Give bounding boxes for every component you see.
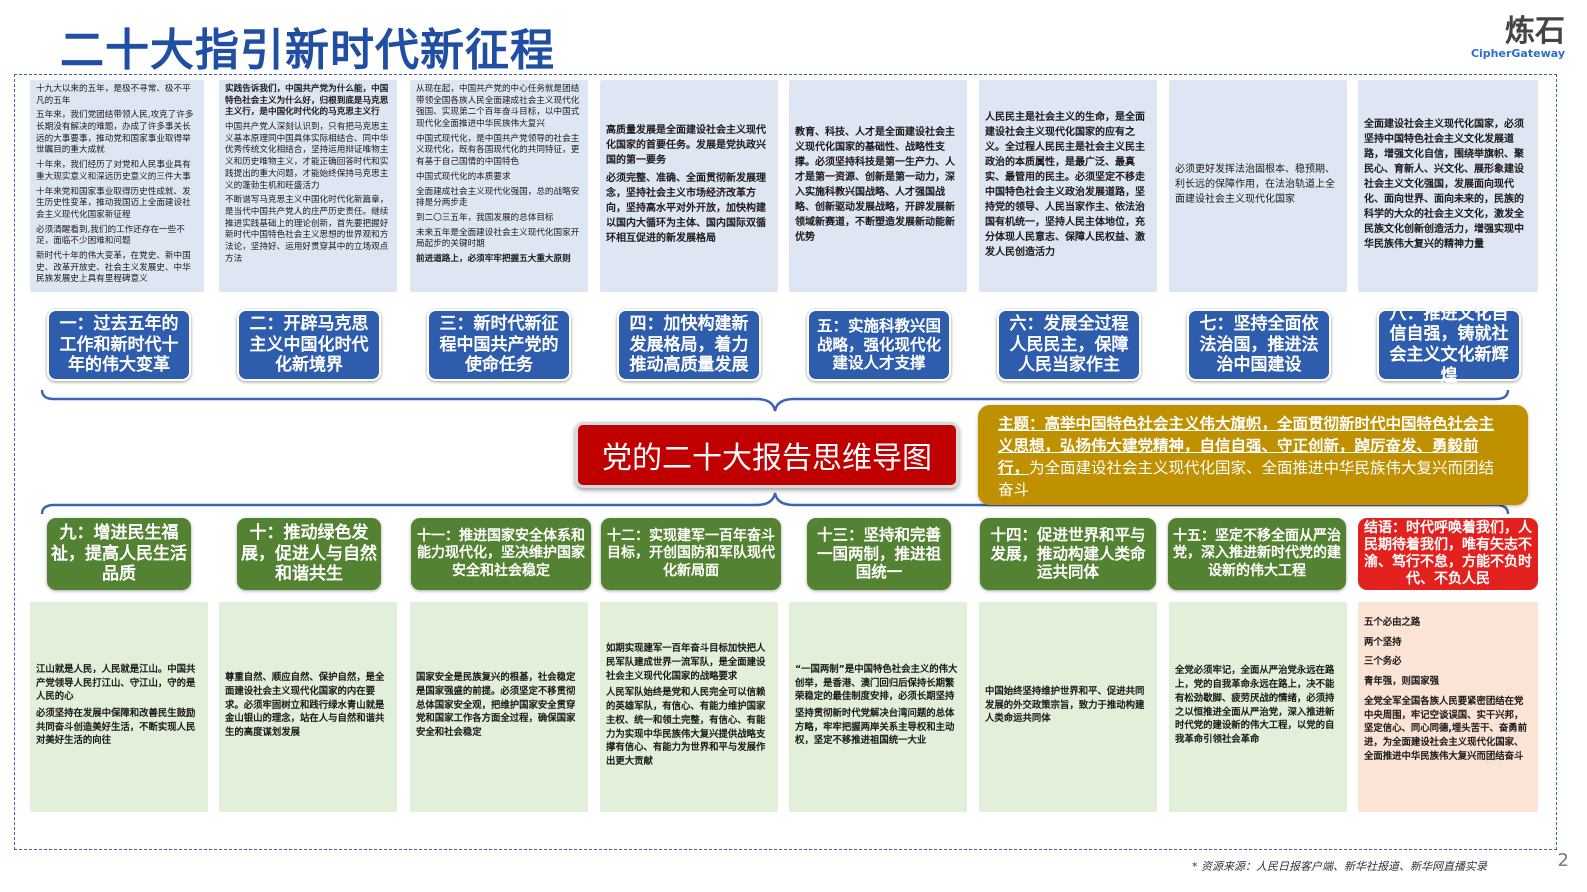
card-text: 全面建成社会主义现代化强国，总的战略安排是分两步走 — [416, 186, 580, 209]
bottom-card-15: 全党必须牢记，全面从严治党永远在路上，党的自我革命永远在路上，决不能有松劲歇脚、… — [1169, 602, 1347, 812]
section-label-15: 十五：坚定不移全面从严治党，深入推进新时代党的建设新的伟大工程 — [1168, 518, 1346, 590]
top-card-8: 全面建设社会主义现代化国家，必须坚持中国特色社会主义文化发展道路，增强文化自信，… — [1358, 80, 1538, 292]
card-text: 实践告诉我们，中国共产党为什么能，中国特色社会主义为什么好，归根到底是马克思主义… — [225, 84, 389, 118]
card-text: 五个必由之路 — [1364, 617, 1421, 628]
card-text: 到二〇三五年，我国发展的总体目标 — [416, 212, 554, 223]
page-title: 二十大指引新时代新征程 — [60, 25, 555, 76]
logo: 炼石 CipherGateway — [1471, 6, 1565, 60]
section-label-4: 四：加快构建新发展格局，着力推动高质量发展 — [617, 309, 761, 381]
center-title-box: 党的二十大报告思维导图 — [575, 422, 959, 488]
section-label-7: 七：坚持全面依法治国，推进法治中国建设 — [1187, 309, 1331, 381]
card-text: 中国式现代化的本质要求 — [416, 171, 511, 182]
source-note: * 资源来源：人民日报客户端、新华社报道、新华网直播实录 — [1192, 860, 1487, 873]
card-text: 不断谱写马克思主义中国化时代化新篇章，是当代中国共产党人的庄严历史责任。继续推进… — [225, 195, 389, 264]
card-text: 全面建设社会主义现代化国家，必须坚持中国特色社会主义文化发展道路，增强文化自信，… — [1364, 119, 1524, 250]
card-text: 必须清醒看到,我们的工作还存在一些不足，面临不少困难和问题 — [36, 224, 185, 247]
card-text: 三个务必 — [1364, 656, 1402, 668]
bottom-card-13: “一国两制”是中国特色社会主义的伟大创举，是香港、澳门回归后保持长期繁荣稳定的最… — [789, 602, 967, 812]
top-card-4: 高质量发展是全面建设社会主义现代化国家的首要任务。发展是党执政兴国的第一要务 必… — [600, 80, 778, 292]
section-label-2: 二：开辟马克思主义中国化时代化新境界 — [237, 309, 381, 381]
top-card-6: 人民民主是社会主义的生命，是全面建设社会主义现代化国家的应有之义。全过程人民民主… — [979, 80, 1157, 292]
card-text: 中国式现代化，是中国共产党领导的社会主义现代化，既有各国现代化的共同特征，更有基… — [416, 133, 580, 168]
card-text: 十年来，我们经历了对党和人民事业具有重大现实意义和深远历史意义的三件大事 — [36, 160, 191, 182]
card-text: 中国始终坚持维护世界和平、促进共同发展的外交政策宗旨，致力于推动构建人类命运共同… — [985, 685, 1145, 725]
section-label-6: 六：发展全过程人民民主，保障人民当家作主 — [997, 309, 1141, 381]
section-label-3: 三：新时代新征程中国共产党的使命任务 — [427, 309, 571, 381]
card-text: 新时代十年的伟大变革，在党史、新中国史、改革开放史、社会主义发展史、中华民族发展… — [36, 250, 191, 285]
section-label-conclusion: 结语：时代呼唤着我们，人民期待着我们，唯有矢志不渝、笃行不怠，方能不负时代、不负… — [1358, 518, 1538, 590]
card-text: 从现在起，中国共产党的中心任务就是团结带领全国各族人民全面建成社会主义现代化强国… — [416, 84, 580, 130]
theme-rest: 为全面建设社会主义现代化国家、全面推进中华民族伟大复兴而团结奋斗 — [998, 459, 1495, 499]
card-text: 全党必须牢记，全面从严治党永远在路上，党的自我革命永远在路上，决不能有松劲歇脚、… — [1175, 665, 1335, 745]
card-text: 尊重自然、顺应自然、保护自然，是全面建设社会主义现代化国家的内在要求。必须牢固树… — [225, 672, 385, 739]
card-text: 未来五年是全面建设社会主义现代化国家开局起步的关键时期 — [416, 227, 580, 250]
page-number: 2 — [1557, 850, 1569, 871]
card-text: 中国共产党人深刻认识到，只有把马克思主义基本原理同中国具体实际相结合、同中华优秀… — [225, 122, 389, 191]
section-label-14: 十四：促进世界和平与发展，推动构建人类命运共同体 — [980, 518, 1156, 590]
theme-lead: 主题：高举中国特色社会主义伟大旗帜，全面贯彻新时代中国特色社会主义思想，弘扬伟大… — [998, 415, 1495, 477]
bottom-brace — [40, 492, 1510, 515]
top-card-1: 十九大以来的五年，是极不寻常、极不平凡的五年 五年来，我们党团结带领人民,攻克了… — [30, 80, 204, 292]
section-label-10: 十：推动绿色发展，促进人与自然和谐共生 — [237, 518, 381, 590]
section-label-8: 八：推进文化自信自强，铸就社会主义文化新辉煌 — [1377, 304, 1521, 386]
section-label-9: 九：增进民生福祉，提高人民生活品质 — [47, 518, 191, 590]
section-label-11: 十一：推进国家安全体系和能力现代化，坚决维护国家安全和社会稳定 — [411, 518, 591, 590]
content-frame — [14, 74, 1557, 850]
card-text: 高质量发展是全面建设社会主义现代化国家的首要任务。发展是党执政兴国的第一要务 — [606, 125, 766, 166]
card-text: 人民军队始终是党和人民完全可以信赖的英雄军队，有信心、有能力维护国家主权、统一和… — [606, 687, 766, 768]
section-label-5: 五：实施科教兴国战略，强化现代化建设人才支撑 — [807, 309, 951, 381]
card-text: 国家安全是民族复兴的根基，社会稳定是国家强盛的前提。必须坚定不移贯彻总体国家安全… — [416, 672, 576, 739]
card-text: 十年来党和国家事业取得历史性成就、发生历史性变革，推动我国迈上全面建设社会主义现… — [36, 186, 191, 220]
card-text: 江山就是人民，人民就是江山。中国共产党领导人民打江山、守江山，守的是人民的心 — [36, 663, 196, 703]
card-text: 教育、科技、人才是全面建设社会主义现代化国家的基础性、战略性支撑。必须坚持科技是… — [795, 126, 955, 243]
top-card-7: 必须更好发挥法治固根本、稳预期、利长远的保障作用，在法治轨道上全面建设社会主义现… — [1169, 80, 1347, 292]
top-brace — [40, 389, 1510, 412]
top-card-5: 教育、科技、人才是全面建设社会主义现代化国家的基础性、战略性支撑。必须坚持科技是… — [789, 80, 967, 292]
logo-text: 炼石 — [1505, 14, 1565, 49]
bottom-card-14: 中国始终坚持维护世界和平、促进共同发展的外交政策宗旨，致力于推动构建人类命运共同… — [979, 602, 1157, 812]
card-text: 必须坚持在发展中保障和改善民生鼓励共同奋斗创造美好生活，不断实现人民对美好生活的… — [36, 708, 196, 747]
card-text: 必须更好发挥法治固根本、稳预期、利长远的保障作用，在法治轨道上全面建设社会主义现… — [1175, 164, 1335, 205]
card-text: 青年强，则国家强 — [1364, 676, 1440, 688]
logo-subtext: CipherGateway — [1470, 47, 1565, 60]
card-text: 必须完整、准确、全面贯彻新发展理念，坚持社会主义市场经济改革方向，坚持高水平对外… — [606, 173, 766, 244]
card-text: 两个坚持 — [1364, 636, 1402, 648]
top-card-2: 实践告诉我们，中国共产党为什么能，中国特色社会主义为什么好，归根到底是马克思主义… — [219, 80, 397, 292]
bottom-card-11: 国家安全是民族复兴的根基，社会稳定是国家强盛的前提。必须坚定不移贯彻总体国家安全… — [410, 602, 588, 812]
section-label-1: 一：过去五年的工作和新时代十年的伟大变革 — [47, 309, 191, 381]
bottom-card-conclusion: 五个必由之路 两个坚持 三个务必 青年强，则国家强 全党全军全国各族人民要紧密团… — [1358, 602, 1538, 812]
card-text: 坚持贯彻新时代党解决台湾问题的总体方略，牢牢把握两岸关系主导权和主动权，坚定不移… — [795, 708, 955, 747]
card-text: 五年来，我们党团结带领人民,攻克了许多长期没有解决的难题，办成了许多事关长远的大… — [36, 110, 194, 156]
top-card-3: 从现在起，中国共产党的中心任务就是团结带领全国各族人民全面建成社会主义现代化强国… — [410, 80, 588, 292]
section-label-13: 十三：坚持和完善一国两制，推进祖国统一 — [807, 518, 951, 590]
bottom-card-10: 尊重自然、顺应自然、保护自然，是全面建设社会主义现代化国家的内在要求。必须牢固树… — [219, 602, 397, 812]
card-text: 全党全军全国各族人民要紧密团结在党中央周围，牢记空谈误国、实干兴邦，坚定信心、同… — [1364, 695, 1527, 762]
theme-box: 主题：高举中国特色社会主义伟大旗帜，全面贯彻新时代中国特色社会主义思想，弘扬伟大… — [978, 405, 1528, 505]
card-text: 十九大以来的五年，是极不寻常、极不平凡的五年 — [36, 84, 191, 106]
bottom-card-9: 江山就是人民，人民就是江山。中国共产党领导人民打江山、守江山，守的是人民的心 必… — [30, 602, 208, 812]
card-text: 人民民主是社会主义的生命，是全面建设社会主义现代化国家的应有之义。全过程人民民主… — [985, 111, 1145, 258]
bottom-card-12: 如期实现建军一百年奋斗目标加快把人民军队建成世界一流军队，是全面建设社会主义现代… — [600, 602, 778, 812]
card-text: 如期实现建军一百年奋斗目标加快把人民军队建成世界一流军队，是全面建设社会主义现代… — [606, 643, 766, 682]
card-text: 前进道路上，必须牢牢把握五大重大原则 — [416, 253, 571, 264]
section-label-12: 十二：实现建军一百年奋斗目标，开创国防和军队现代化新局面 — [601, 518, 781, 590]
card-text: “一国两制”是中国特色社会主义的伟大创举，是香港、澳门回归后保持长期繁荣稳定的最… — [795, 663, 958, 703]
